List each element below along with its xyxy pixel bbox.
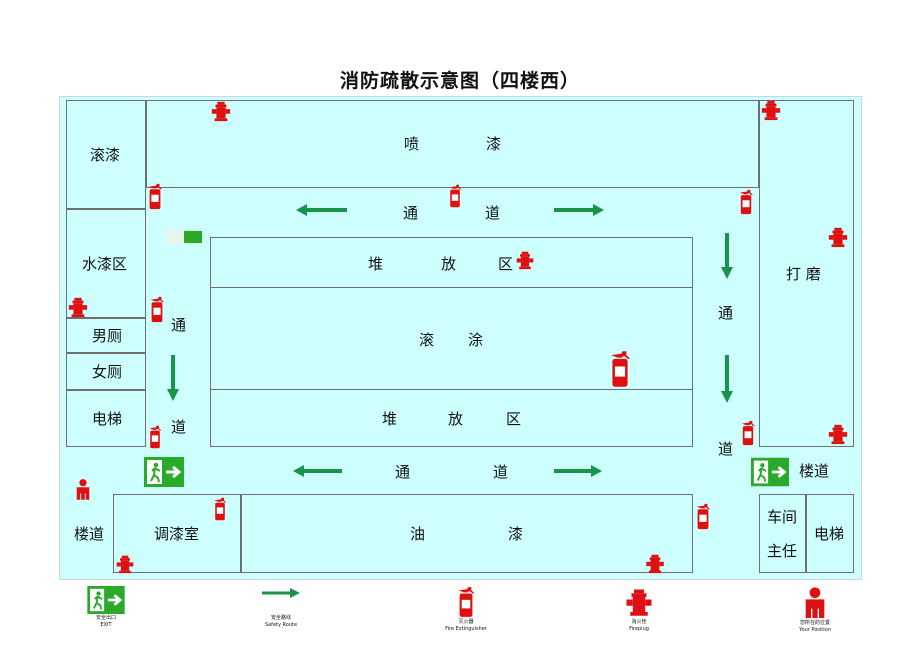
room-penqi	[146, 100, 759, 188]
corridor-top-a: 通	[403, 204, 419, 222]
corridor-bottom-a: 通	[395, 463, 411, 481]
arrow-down-icon	[721, 355, 733, 403]
exit-sign-icon	[751, 457, 789, 487]
floor-plan	[59, 96, 862, 580]
room-center-divider-1	[210, 287, 693, 390]
legend-extinguisher-cn: 灭火器	[458, 619, 474, 625]
fire-extinguisher-icon	[600, 350, 640, 388]
label-guntu-a: 滚	[419, 331, 435, 349]
legend-exit-icon	[86, 586, 126, 614]
label-nance: 男厕	[92, 327, 123, 345]
page-title: 消防疏散示意图（四楼西）	[339, 70, 580, 92]
label-gunqi: 滚漆	[90, 146, 121, 164]
fire-hydrant-icon	[643, 553, 667, 574]
legend-fire-extinguisher-icon	[454, 586, 478, 618]
legend-safety-route-icon	[262, 588, 300, 598]
fire-hydrant-icon	[66, 296, 90, 318]
label-shuiqiqu: 水漆区	[82, 255, 128, 273]
legend-hydrant-cn: 消火栓	[631, 619, 647, 625]
fire-extinguisher-icon	[148, 296, 166, 323]
corridor-right-a: 通	[718, 304, 734, 322]
arrow-left-icon	[293, 465, 342, 477]
corridor-left-a: 通	[171, 316, 187, 334]
label-dianti-right: 电梯	[814, 525, 845, 543]
arrow-right-icon	[554, 204, 604, 216]
room-dianti-right	[806, 494, 854, 573]
room-damo	[759, 100, 854, 447]
label-guntu-b: 涂	[468, 331, 484, 349]
label-chejian-1: 车间	[767, 508, 798, 526]
arrow-right-icon	[554, 465, 602, 477]
fire-hydrant-icon	[513, 250, 537, 270]
arrow-left-icon	[296, 204, 347, 216]
legend-hydrant-en: Fireplug	[629, 626, 649, 632]
label-dianti-left: 电梯	[92, 410, 123, 428]
fire-extinguisher-icon	[211, 497, 229, 521]
label-tiaoqishi: 调漆室	[154, 525, 200, 543]
label-loudao-right: 楼道	[799, 462, 830, 480]
room-center-block	[210, 237, 693, 447]
label-duifang-top-c: 区	[498, 255, 514, 273]
corridor-bottom-b: 道	[493, 463, 509, 481]
label-damo: 打 磨	[786, 265, 821, 283]
corridor-top-b: 道	[485, 204, 501, 222]
room-dianti-left	[66, 390, 146, 447]
legend-position-en: Your Position	[799, 627, 831, 633]
arrow-down-icon	[721, 233, 733, 279]
fire-hydrant-icon	[826, 226, 850, 248]
arrow-down-icon	[167, 355, 179, 401]
room-nvce	[66, 353, 146, 390]
fire-extinguisher-icon	[146, 425, 164, 449]
fire-extinguisher-icon	[694, 503, 712, 530]
room-nance	[66, 318, 146, 353]
room-gunqi	[66, 100, 146, 209]
fire-extinguisher-icon	[446, 184, 464, 208]
fire-extinguisher-icon	[146, 183, 164, 210]
fire-hydrant-icon	[759, 99, 783, 121]
label-youqi-b: 漆	[508, 525, 524, 543]
exit-sign-icon	[144, 457, 184, 487]
label-loudao-left: 楼道	[74, 525, 105, 543]
fire-hydrant-icon	[826, 423, 850, 445]
label-duifang-top-b: 放	[441, 255, 457, 273]
label-duifang-bot-c: 区	[506, 410, 522, 428]
fire-extinguisher-icon	[739, 420, 757, 446]
fire-hydrant-icon	[113, 554, 137, 574]
legend-extinguisher-en: Fire Extinguisher	[445, 626, 487, 632]
legend-route-cn: 安全路线	[270, 615, 292, 621]
legend-position-cn: 您所在的位置	[799, 620, 831, 626]
room-chejian	[759, 494, 806, 573]
fire-extinguisher-icon	[737, 189, 755, 215]
fire-hydrant-icon	[209, 100, 233, 122]
exit-sign-icon	[166, 230, 202, 244]
legend-your-position-icon	[801, 586, 829, 618]
corridor-right-b: 道	[718, 440, 734, 458]
legend-route-en: Safety Route	[264, 622, 298, 628]
label-duifang-bot-a: 堆	[382, 410, 398, 428]
label-duifang-bot-b: 放	[448, 410, 464, 428]
room-tiaoqishi	[113, 494, 241, 573]
your-position-icon	[74, 478, 92, 500]
legend-exit-en: EXIT	[100, 622, 112, 628]
label-duifang-top-a: 堆	[368, 255, 384, 273]
room-youqi	[241, 494, 693, 573]
room-shuiqiqu	[66, 209, 146, 318]
label-chejian-2: 主任	[767, 542, 798, 560]
label-nvce: 女厕	[92, 363, 123, 381]
legend-exit-cn: 安全出口	[95, 615, 117, 621]
label-penqi-a: 喷	[404, 135, 420, 153]
corridor-left-b: 道	[171, 418, 187, 436]
label-penqi-b: 漆	[486, 135, 502, 153]
label-youqi-a: 油	[410, 525, 426, 543]
legend-fire-hydrant-icon	[622, 587, 656, 617]
